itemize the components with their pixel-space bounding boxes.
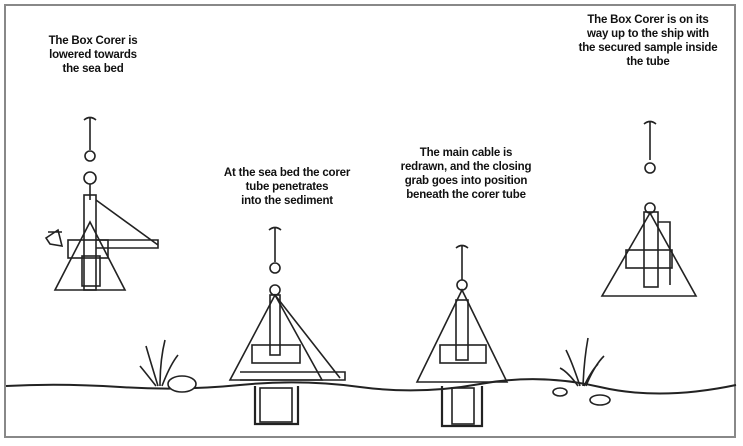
caption-line: the secured sample inside (578, 42, 718, 54)
caption-line: The Box Corer is on its (587, 14, 709, 26)
caption-line: tube penetrates (245, 181, 329, 193)
stage-1-caption: The Box Corer is lowered towards the sea… (49, 34, 138, 76)
caption-line: beneath the corer tube (406, 189, 526, 201)
seaweed-right (552, 337, 611, 406)
caption-line: The Box Corer is (48, 35, 138, 47)
stage-4-caption: The Box Corer is on its way up to the sh… (579, 13, 718, 69)
caption-line: redrawn, and the closing (400, 161, 532, 173)
seabed-line (5, 378, 737, 395)
image-border (4, 4, 736, 438)
caption-line: At the sea bed the corer (223, 167, 351, 179)
caption-line: the sea bed (62, 63, 124, 75)
stage-3-caption: The main cable is redrawn, and the closi… (401, 146, 532, 202)
stage-2-caption: At the sea bed the corer tube penetrates… (224, 166, 350, 208)
seaweed-left (139, 339, 197, 393)
box-corer-stage-3 (415, 244, 509, 428)
box-corer-stage-2 (228, 226, 346, 426)
caption-line: the tube (626, 56, 670, 68)
caption-line: into the sediment (241, 195, 333, 207)
box-corer-stage-1 (44, 116, 159, 291)
caption-line: lowered towards (49, 49, 137, 61)
caption-line: way up to the ship with (587, 28, 709, 40)
box-corer-stage-4 (600, 120, 698, 297)
caption-line: The main cable is (419, 147, 513, 159)
caption-line: grab goes into position (404, 175, 528, 187)
